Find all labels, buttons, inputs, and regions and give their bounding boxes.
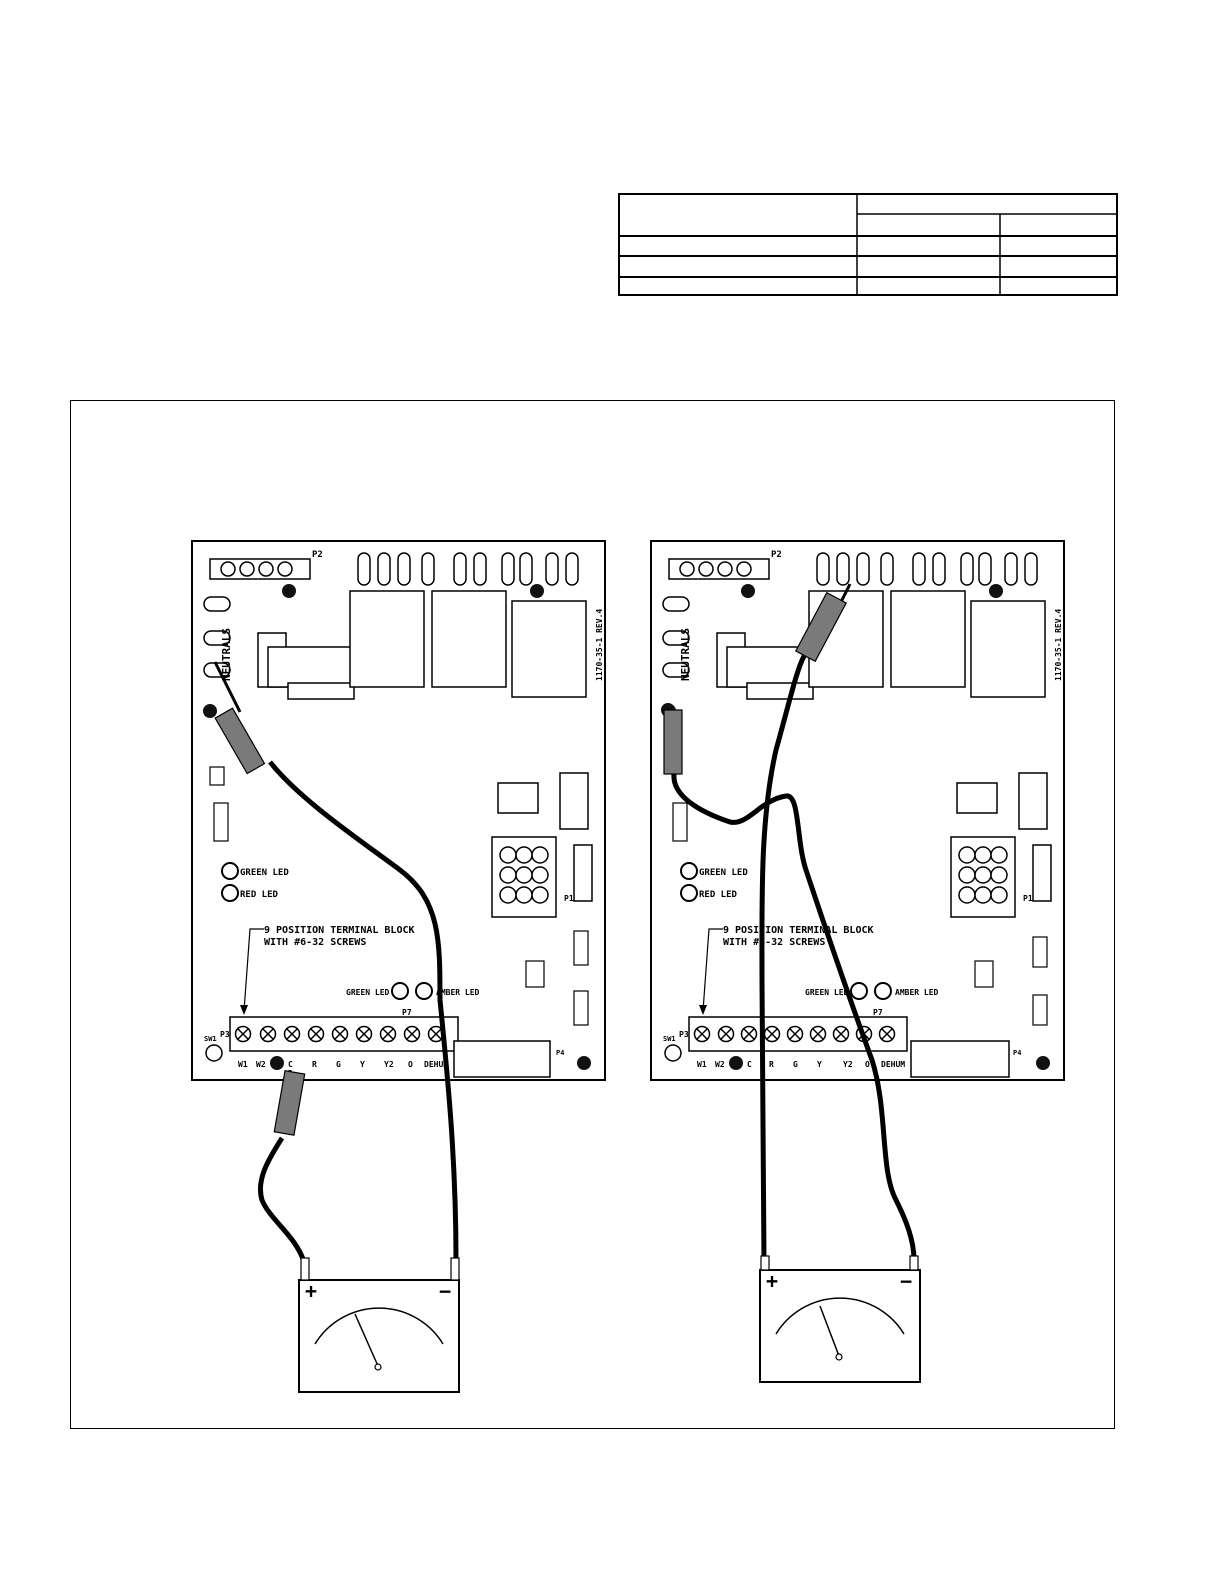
terminal-callout-line1: 9 POSITION TERMINAL BLOCK [723,925,874,936]
p3-label: P3 [679,1030,689,1039]
p1-label: P1 [564,894,574,903]
terminal-block: P3 P7 [220,1008,459,1052]
neutrals-label: NEUTRALS [220,628,233,681]
left-probe-wires [213,661,459,1263]
p3-label: P3 [220,1030,230,1039]
sw1-label: SW1 [204,1035,217,1043]
amber-led-label: AMBER LED [436,988,480,997]
terminal-w1: W1 [238,1060,248,1069]
p1-connector: P1 [491,836,574,918]
rev-label: 1170-35-1 REV.4 [595,609,604,681]
terminal-g: G [336,1060,341,1069]
terminal-g: G [793,1060,798,1069]
neutrals-label: NEUTRALS [679,628,692,681]
terminal-callout-line2: WITH #6-32 SCREWS [723,937,825,948]
green-led2-label: GREEN LED [805,988,849,997]
green-led2-label: GREEN LED [346,988,390,997]
meter-left: + − [298,1257,460,1393]
terminal-dehum: DEHUM [424,1060,448,1069]
terminal-o: O [408,1060,413,1069]
terminal-y2: Y2 [843,1060,853,1069]
right-probe-wires [661,583,917,1263]
p1-label: P1 [1023,894,1033,903]
rev-label: 1170-35-1 REV.4 [1054,609,1063,681]
meter-right: + − [759,1255,921,1383]
p1-connector: P1 [950,836,1033,918]
control-board-right: P2 NEUTRALS 1170-35-1 REV.4 [650,540,1065,1081]
p2-connector: P2 [209,550,323,580]
terminal-r: R [312,1060,317,1069]
p7-label: P7 [402,1008,412,1017]
terminal-w2: W2 [715,1060,725,1069]
meter-plus-right: + [766,1269,778,1293]
figure-frame [70,400,1115,1429]
terminal-block: P3 P7 [679,1008,908,1052]
terminal-callout-line1: 9 POSITION TERMINAL BLOCK [264,925,415,936]
p4-label: P4 [556,1049,564,1057]
terminal-c: C [747,1060,752,1069]
p7-label: P7 [873,1008,883,1017]
red-led-label: RED LED [240,890,279,900]
terminal-y: Y [817,1060,822,1069]
green-led-label: GREEN LED [240,868,289,878]
control-board-left: P2 NEUTRALS 1170-35-1 REV.4 [191,540,606,1081]
p2-label: P2 [312,550,323,560]
terminal-r: R [769,1060,774,1069]
terminal-w1: W1 [697,1060,707,1069]
terminal-y: Y [360,1060,365,1069]
meter-minus-right: − [900,1269,912,1293]
blank-table [618,193,1118,296]
red-led-label: RED LED [699,890,738,900]
terminal-callout-line2: WITH #6-32 SCREWS [264,937,366,948]
terminal-c: C [288,1060,293,1069]
terminal-dehum: DEHUM [881,1060,905,1069]
p2-label: P2 [771,550,782,560]
sw1-label: SW1 [663,1035,676,1043]
green-led-label: GREEN LED [699,868,748,878]
amber-led-label: AMBER LED [895,988,939,997]
meter-plus-left: + [305,1279,317,1303]
terminal-y2: Y2 [384,1060,394,1069]
p2-connector: P2 [668,550,782,580]
p4-label: P4 [1013,1049,1021,1057]
terminal-w2: W2 [256,1060,266,1069]
terminal-o: O [865,1060,870,1069]
meter-minus-left: − [439,1279,451,1303]
